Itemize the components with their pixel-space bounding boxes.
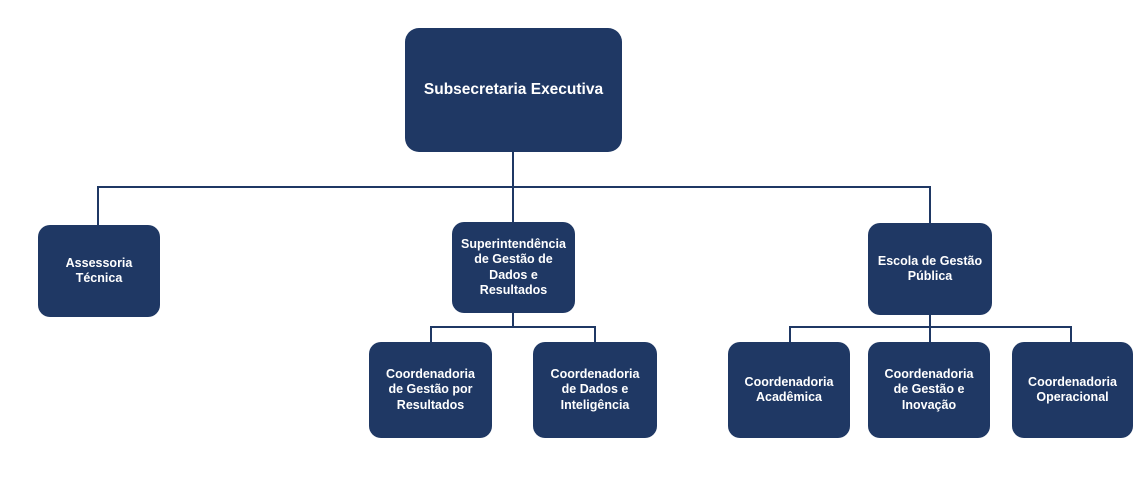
connector-to-superintendencia (512, 186, 514, 222)
connector-escola-stub (929, 315, 931, 326)
connector-to-coord-academica (789, 326, 791, 342)
org-box-label: Coordenadoria de Gestão e Inovação (884, 367, 974, 412)
org-box-coordenadoria-operacional: Coordenadoria Operacional (1012, 342, 1133, 438)
connector-to-assessoria (97, 186, 99, 225)
connector-to-coord-inovacao (929, 326, 931, 342)
org-box-label: Escola de Gestão Pública (877, 253, 983, 283)
connector-to-coord-resultados (430, 326, 432, 342)
connector-superintendencia-horizontal (430, 326, 596, 328)
org-box-label: Coordenadoria de Gestão por Resultados (386, 367, 475, 412)
connector-root-stub (512, 152, 514, 188)
connector-level1-horizontal (97, 186, 931, 188)
connector-to-escola (929, 186, 931, 223)
connector-to-coord-dados (594, 326, 596, 342)
org-box-label: Assessoria Técnica (65, 255, 133, 285)
org-box-coordenadoria-gestao-inovacao: Coordenadoria de Gestão e Inovação (868, 342, 990, 438)
connector-superintendencia-stub (512, 313, 514, 327)
org-box-label: Coordenadoria Operacional (1028, 374, 1117, 404)
org-box-label: Subsecretaria Executiva (423, 80, 604, 98)
org-box-coordenadoria-academica: Coordenadoria Acadêmica (728, 342, 850, 438)
org-box-label: Superintendência de Gestão de Dados e Re… (461, 237, 566, 297)
org-box-superintendencia-gestao-dados-resultados: Superintendência de Gestão de Dados e Re… (452, 222, 575, 313)
org-box-coordenadoria-dados-inteligencia: Coordenadoria de Dados e Inteligência (533, 342, 657, 438)
org-box-coordenadoria-gestao-por-resultados: Coordenadoria de Gestão por Resultados (369, 342, 492, 438)
org-box-label: Coordenadoria Acadêmica (744, 374, 834, 404)
connector-to-coord-operacional (1070, 326, 1072, 342)
org-box-assessoria-tecnica: Assessoria Técnica (38, 225, 160, 317)
org-box-label: Coordenadoria de Dados e Inteligência (550, 367, 640, 412)
org-box-subsecretaria-executiva: Subsecretaria Executiva (405, 28, 622, 152)
org-box-escola-gestao-publica: Escola de Gestão Pública (868, 223, 992, 315)
